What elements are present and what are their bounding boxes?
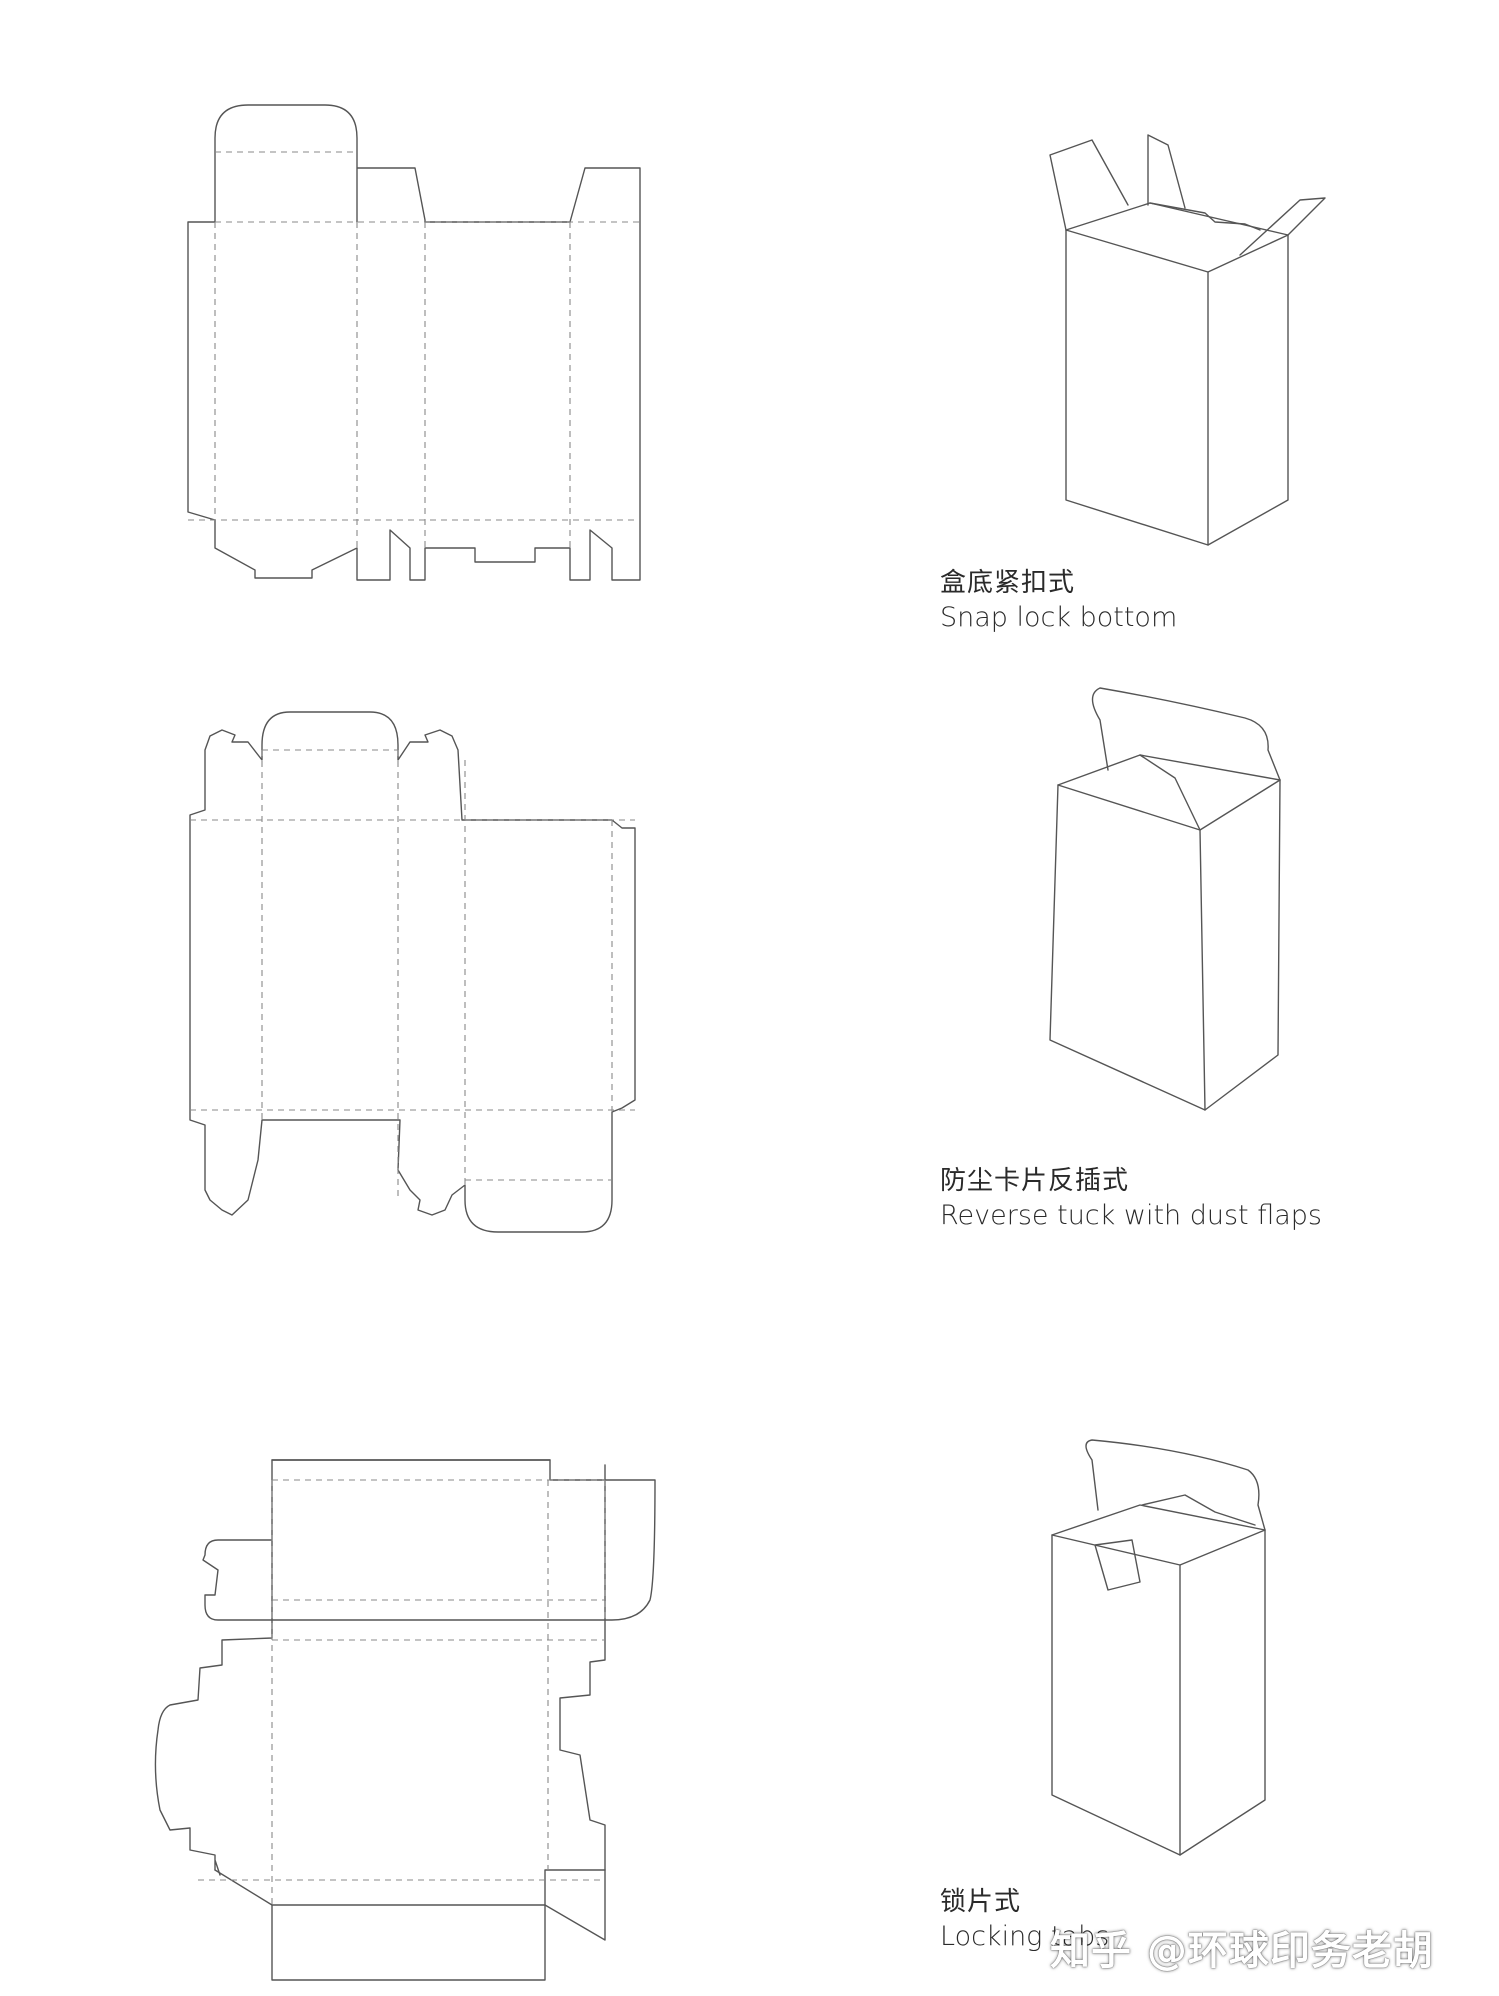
caption-en: Reverse tuck with dust flaps xyxy=(940,1200,1322,1231)
caption-reverse-tuck: 防尘卡片反插式 Reverse tuck with dust flaps xyxy=(940,1164,1322,1234)
caption-en: Locking tabs xyxy=(940,1921,1110,1952)
caption-zh: 防尘卡片反插式 xyxy=(940,1166,1130,1196)
caption-zh: 锁片式 xyxy=(940,1887,1022,1917)
caption-zh: 盒底紧扣式 xyxy=(940,568,1076,598)
caption-snap-lock-bottom: 盒底紧扣式 Snap lock bottom xyxy=(940,566,1177,636)
box-snap-lock-bottom xyxy=(1049,134,1326,546)
box-locking-tabs xyxy=(1051,1439,1266,1856)
watermark: 知乎 @环球印务老胡 xyxy=(1050,1928,1434,1974)
caption-locking-tabs: 锁片式 Locking tabs xyxy=(940,1885,1109,1955)
dieline-snap-lock-bottom xyxy=(187,104,641,581)
dieline-reverse-tuck xyxy=(189,711,636,1233)
dieline-locking-tabs xyxy=(154,1459,656,1981)
caption-en: Snap lock bottom xyxy=(940,602,1178,633)
box-reverse-tuck xyxy=(1049,687,1281,1111)
